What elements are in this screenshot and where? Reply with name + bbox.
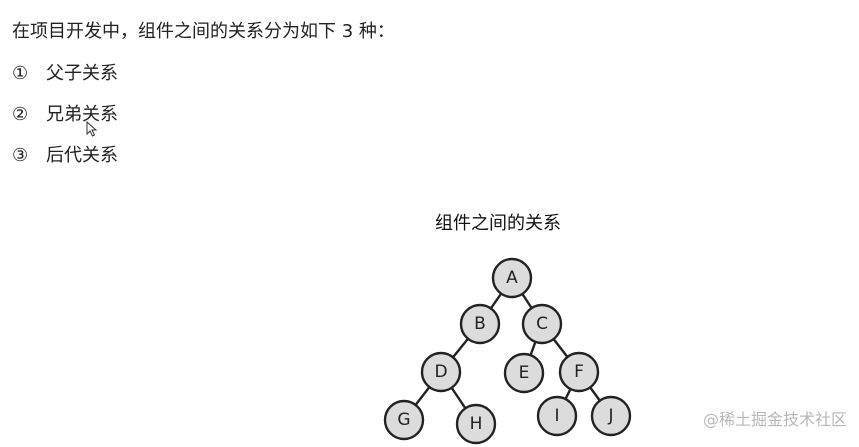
tree-node-i: I — [536, 395, 578, 437]
tree-node-label: J — [607, 406, 613, 426]
tree-edges — [402, 276, 613, 426]
tree-node-label: C — [536, 314, 548, 334]
tree-node-c: C — [521, 303, 563, 345]
tree-node-d: D — [420, 351, 462, 393]
relation-number: ③ — [12, 145, 29, 166]
relation-number: ① — [12, 63, 29, 84]
tree-node-a: A — [491, 257, 533, 299]
relation-item-parent-child: ① 父子关系 — [12, 62, 118, 86]
tree-node-circle — [590, 395, 632, 437]
tree-node-label: H — [470, 414, 483, 434]
tree-node-circle — [383, 399, 425, 441]
tree-node-circle — [491, 257, 533, 299]
relation-item-sibling: ② 兄弟关系 — [12, 103, 118, 127]
tree-node-label: E — [519, 363, 530, 383]
tree-node-circle — [420, 351, 462, 393]
relation-number: ② — [12, 104, 29, 125]
tree-node-label: I — [554, 406, 559, 426]
tree-node-e: E — [503, 352, 545, 394]
diagram-title: 组件之间的关系 — [435, 213, 561, 234]
tree-node-f: F — [558, 351, 600, 393]
tree-node-circle — [558, 351, 600, 393]
watermark-text: @稀土掘金技术社区 — [702, 410, 847, 429]
relation-label: 兄弟关系 — [46, 104, 118, 125]
tree-node-circle — [521, 303, 563, 345]
tree-node-circle — [503, 352, 545, 394]
relation-item-descendant: ③ 后代关系 — [12, 144, 118, 168]
tree-node-g: G — [383, 399, 425, 441]
tree-node-h: H — [455, 403, 497, 445]
relation-label: 父子关系 — [46, 63, 118, 84]
mouse-cursor-icon — [86, 121, 98, 137]
tree-node-circle — [459, 303, 501, 345]
tree-node-j: J — [590, 395, 632, 437]
intro-text: 在项目开发中，组件之间的关系分为如下 3 种： — [12, 21, 395, 42]
relation-label: 后代关系 — [46, 145, 118, 166]
tree-node-label: D — [434, 362, 447, 382]
tree-node-label: G — [397, 410, 410, 430]
tree-node-circle — [455, 403, 497, 445]
tree-node-b: B — [459, 303, 501, 345]
tree-node-label: A — [506, 268, 518, 288]
tree-node-circle — [536, 395, 578, 437]
tree-node-label: F — [574, 362, 584, 382]
tree-nodes: A B C D E F G H I J — [383, 257, 632, 445]
tree-node-label: B — [474, 314, 486, 334]
